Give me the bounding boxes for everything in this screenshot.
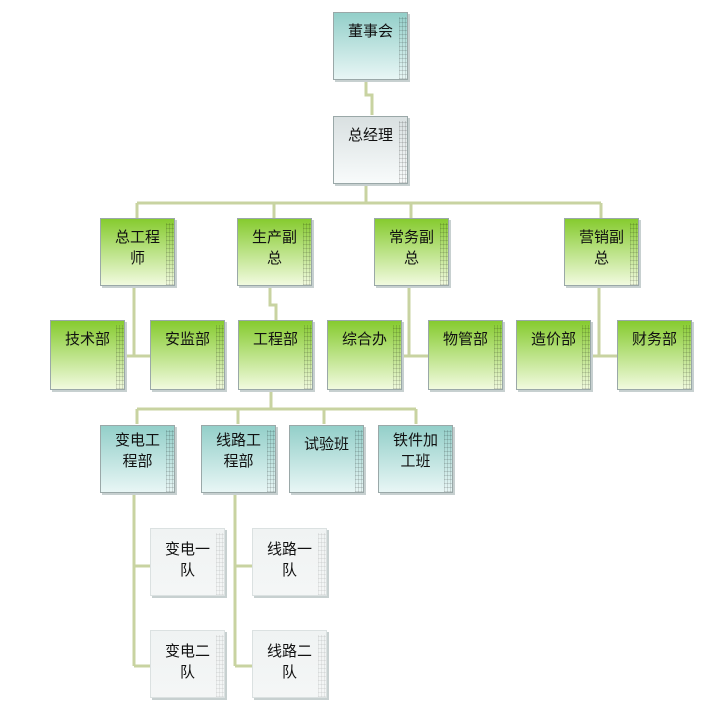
org-node-general-manager: 总经理 [333,116,408,184]
org-node-substation-team-2: 变电二队 [150,630,225,698]
org-node-line-team-1: 线路一队 [252,528,327,596]
org-node-board: 董事会 [333,12,408,80]
node-label: 线路工程部 [215,431,261,470]
node-label: 造价部 [530,330,576,348]
org-node-executive-vp: 常务副总 [374,218,449,286]
org-node-production-vp: 生产副总 [237,218,312,286]
node-label: 物管部 [442,330,488,348]
node-label: 试验班 [303,435,349,453]
org-node-general-office: 综合办 [327,320,402,390]
node-label: 线路一队 [266,540,312,579]
org-node-substation-team-1: 变电一队 [150,528,225,596]
node-label: 董事会 [347,22,393,40]
node-label: 综合办 [341,330,387,348]
node-label: 技术部 [64,330,110,348]
node-label: 工程部 [252,330,298,348]
node-label: 安监部 [164,330,210,348]
org-node-materials-dept: 物管部 [428,320,503,390]
node-label: 财务部 [631,330,677,348]
node-label: 铁件加工班 [392,431,438,470]
org-node-finance-dept: 财务部 [617,320,692,390]
node-label: 生产副总 [251,228,297,267]
node-label: 线路二队 [266,642,312,681]
org-node-tech-dept: 技术部 [50,320,125,390]
org-node-safety-dept: 安监部 [150,320,225,390]
node-label: 变电工程部 [114,431,160,470]
org-node-iron-processing-team: 铁件加工班 [378,425,453,493]
node-label: 总工程师 [114,228,160,267]
org-node-costing-dept: 造价部 [516,320,591,390]
org-node-engineering-dept: 工程部 [238,320,313,390]
org-node-test-team: 试验班 [289,425,364,493]
node-label: 总经理 [347,126,393,144]
node-label: 变电一队 [164,540,210,579]
org-node-line-dept: 线路工程部 [201,425,276,493]
org-node-substation-dept: 变电工程部 [100,425,175,493]
org-node-chief-engineer: 总工程师 [100,218,175,286]
org-node-line-team-2: 线路二队 [252,630,327,698]
node-label: 变电二队 [164,642,210,681]
node-label: 常务副总 [388,228,434,267]
node-label: 营销副总 [578,228,624,267]
org-node-marketing-vp: 营销副总 [564,218,639,286]
